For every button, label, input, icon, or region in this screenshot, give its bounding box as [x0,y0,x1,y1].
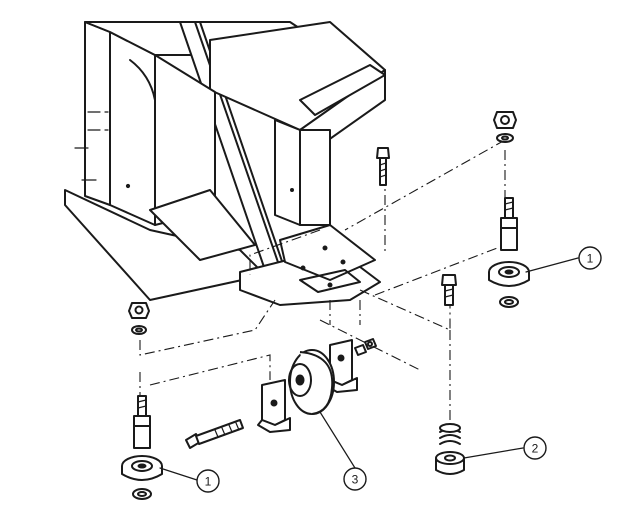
chassis-frame [64,21,386,306]
spring [439,423,461,445]
nut-top-right [493,111,517,143]
axle-bolt [185,419,244,449]
callout-3: 3 [343,467,367,491]
callout-label: 3 [352,473,359,487]
stud-right [500,197,518,251]
bracket-left [257,379,291,433]
leader-lines [159,257,579,481]
wheel [288,349,335,415]
nut-left [128,302,150,335]
callout-1-right: 1 [578,246,602,270]
bearing-left [121,455,163,500]
callout-2: 2 [523,436,547,460]
callout-1-left: 1 [196,469,220,493]
foot-nut [435,451,465,475]
bolt-top [376,147,390,186]
bearing-right [488,261,530,308]
stud-left [133,395,151,449]
callout-label: 2 [532,442,539,456]
small-nuts [354,338,377,356]
bolt-middle-right [441,274,457,306]
callout-label: 1 [205,475,212,489]
callout-label: 1 [587,252,594,266]
